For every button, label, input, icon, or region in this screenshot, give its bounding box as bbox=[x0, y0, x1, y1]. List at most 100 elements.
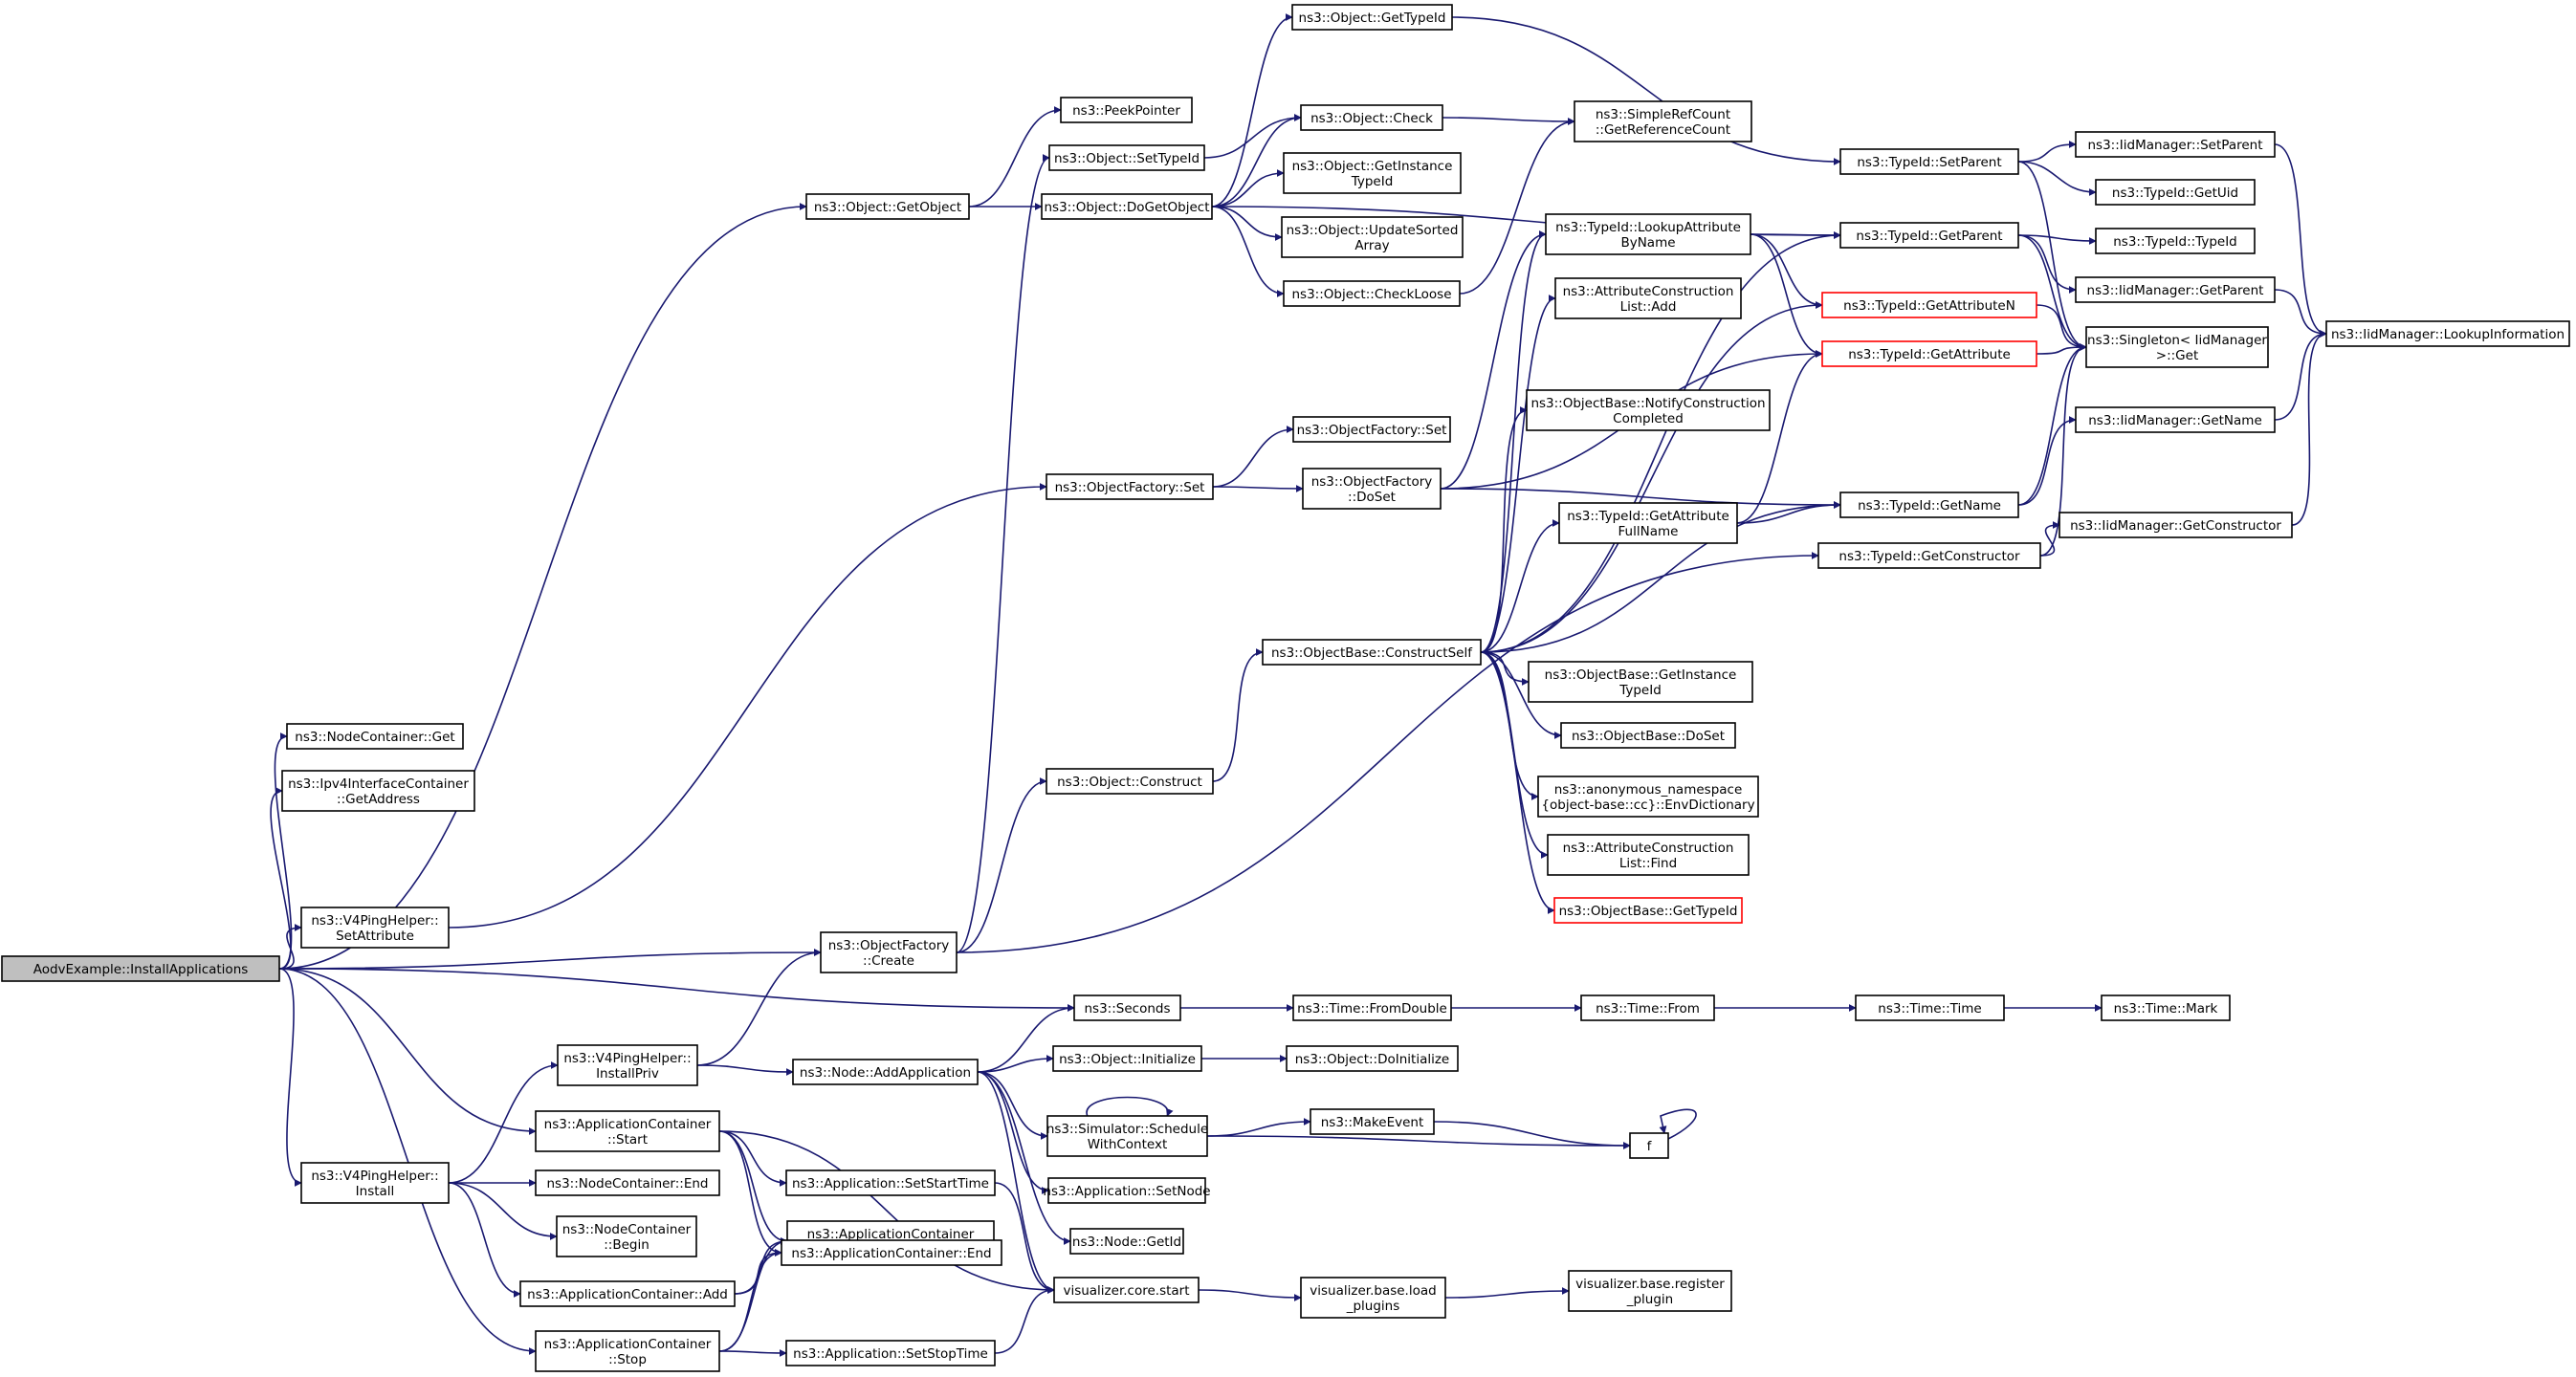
node-box[interactable] bbox=[820, 931, 958, 973]
node-box[interactable] bbox=[1052, 1045, 1202, 1072]
node-box[interactable] bbox=[2085, 326, 2269, 368]
node-tid-getname[interactable]: ns3::TypeId::GetName bbox=[1839, 492, 2019, 518]
node-box[interactable] bbox=[1291, 4, 1453, 31]
node-obj-gettypeid[interactable]: ns3::Object::GetTypeId bbox=[1291, 4, 1453, 31]
node-iid-getparent[interactable]: ns3::IidManager::GetParent bbox=[2075, 276, 2276, 303]
node-box[interactable] bbox=[2095, 179, 2256, 206]
node-box[interactable] bbox=[1839, 222, 2019, 249]
node-ob-constructself[interactable]: ns3::ObjectBase::ConstructSelf bbox=[1262, 639, 1482, 666]
node-ob-notifycc[interactable]: ns3::ObjectBase::NotifyConstructionCompl… bbox=[1526, 389, 1771, 431]
node-of-doset[interactable]: ns3::ObjectFactory::DoSet bbox=[1302, 468, 1442, 510]
node-vis-registerplugin[interactable]: visualizer.base.register_plugin bbox=[1568, 1270, 1732, 1312]
node-box[interactable] bbox=[1292, 416, 1451, 443]
node-root[interactable]: AodvExample::InstallApplications bbox=[1, 955, 280, 982]
node-box[interactable] bbox=[1558, 502, 1738, 544]
node-box[interactable] bbox=[1817, 542, 2041, 569]
node-of-set[interactable]: ns3::ObjectFactory::Set bbox=[1046, 473, 1214, 500]
node-box[interactable] bbox=[1069, 1228, 1184, 1255]
node-obj-initialize[interactable]: ns3::Object::Initialize bbox=[1052, 1045, 1202, 1072]
node-time-time[interactable]: ns3::Time::Time bbox=[1855, 994, 2005, 1021]
node-box[interactable] bbox=[1580, 994, 1715, 1021]
node-nc-begin[interactable]: ns3::NodeContainer::Begin bbox=[556, 1215, 697, 1257]
node-app-setstoptime[interactable]: ns3::Application::SetStopTime bbox=[785, 1340, 996, 1366]
node-box[interactable] bbox=[1073, 994, 1181, 1021]
node-anon-envdict[interactable]: ns3::anonymous_namespace{object-base::cc… bbox=[1537, 776, 1759, 818]
node-makeevent[interactable]: ns3::MakeEvent bbox=[1310, 1108, 1435, 1135]
node-box[interactable] bbox=[1574, 100, 1752, 142]
node-box[interactable] bbox=[1300, 104, 1443, 131]
node-box[interactable] bbox=[1286, 1045, 1459, 1072]
node-box[interactable] bbox=[1283, 280, 1461, 307]
node-box[interactable] bbox=[1821, 340, 2037, 367]
node-obj-dogetobject[interactable]: ns3::Object::DoGetObject bbox=[1041, 193, 1213, 220]
node-nc-get[interactable]: ns3::NodeContainer::Get bbox=[286, 723, 464, 750]
node-box[interactable] bbox=[1283, 152, 1462, 194]
node-box[interactable] bbox=[1300, 1277, 1446, 1319]
node-box[interactable] bbox=[2075, 276, 2276, 303]
node-peekpointer[interactable]: ns3::PeekPointer bbox=[1060, 97, 1193, 123]
node-tid-getconstructor[interactable]: ns3::TypeId::GetConstructor bbox=[1817, 542, 2041, 569]
node-box[interactable] bbox=[1048, 144, 1205, 171]
node-singleton-get[interactable]: ns3::Singleton< IidManager >::Get bbox=[2085, 326, 2269, 368]
node-appc-start[interactable]: ns3::ApplicationContainer::Start bbox=[535, 1110, 720, 1152]
node-f[interactable]: f bbox=[1629, 1132, 1669, 1159]
node-box[interactable] bbox=[2325, 320, 2570, 347]
node-box[interactable] bbox=[805, 193, 970, 220]
node-box[interactable] bbox=[1310, 1108, 1435, 1135]
node-obj-settypeid[interactable]: ns3::Object::SetTypeId bbox=[1048, 144, 1205, 171]
node-box[interactable] bbox=[1526, 389, 1771, 431]
node-iid-setparent[interactable]: ns3::IidManager::SetParent bbox=[2075, 131, 2276, 158]
node-appc-add[interactable]: ns3::ApplicationContainer::Add bbox=[519, 1280, 736, 1307]
node-time-mark[interactable]: ns3::Time::Mark bbox=[2101, 994, 2231, 1021]
node-tid-getattribute[interactable]: ns3::TypeId::GetAttribute bbox=[1821, 340, 2037, 367]
node-box[interactable] bbox=[286, 723, 464, 750]
node-iid-getconstructor[interactable]: ns3::IidManager::GetConstructor bbox=[2059, 512, 2293, 538]
node-tid-typeid[interactable]: ns3::TypeId::TypeId bbox=[2095, 228, 2256, 254]
node-box[interactable] bbox=[1547, 834, 1750, 876]
node-iid-getname[interactable]: ns3::IidManager::GetName bbox=[2075, 406, 2276, 433]
node-box[interactable] bbox=[785, 1340, 996, 1366]
node-obj-check[interactable]: ns3::Object::Check bbox=[1300, 104, 1443, 131]
node-v4-installpriv[interactable]: ns3::V4PingHelper::InstallPriv bbox=[557, 1044, 698, 1086]
node-box[interactable] bbox=[1041, 193, 1213, 220]
node-obj-checkloose[interactable]: ns3::Object::CheckLoose bbox=[1283, 280, 1461, 307]
node-box[interactable] bbox=[1560, 722, 1736, 749]
node-nc-end[interactable]: ns3::NodeContainer::End bbox=[535, 1169, 720, 1196]
node-box[interactable] bbox=[1528, 661, 1753, 703]
node-box[interactable] bbox=[535, 1330, 720, 1372]
node-box[interactable] bbox=[1839, 148, 2019, 175]
node-box[interactable] bbox=[1553, 897, 1743, 924]
node-src-getrefcount[interactable]: ns3::SimpleRefCount::GetReferenceCount bbox=[1574, 100, 1752, 142]
node-of-set2[interactable]: ns3::ObjectFactory::Set bbox=[1292, 416, 1451, 443]
node-time-from[interactable]: ns3::Time::From bbox=[1580, 994, 1715, 1021]
node-box[interactable] bbox=[1568, 1270, 1732, 1312]
node-obj-getobject[interactable]: ns3::Object::GetObject bbox=[805, 193, 970, 220]
node-time-fromdouble[interactable]: ns3::Time::FromDouble bbox=[1292, 994, 1452, 1021]
node-obj-construct[interactable]: ns3::Object::Construct bbox=[1046, 768, 1214, 795]
node-tid-getparent[interactable]: ns3::TypeId::GetParent bbox=[1839, 222, 2019, 249]
node-box[interactable] bbox=[1046, 473, 1214, 500]
node-appc-end[interactable]: ns3::ApplicationContainer::End bbox=[781, 1239, 1002, 1266]
node-box[interactable] bbox=[1821, 292, 2037, 318]
node-appc-stop[interactable]: ns3::ApplicationContainer::Stop bbox=[535, 1330, 720, 1372]
node-vis-loadplugins[interactable]: visualizer.base.load_plugins bbox=[1300, 1277, 1446, 1319]
node-ob-doset[interactable]: ns3::ObjectBase::DoSet bbox=[1560, 722, 1736, 749]
node-v4-install[interactable]: ns3::V4PingHelper::Install bbox=[300, 1162, 450, 1204]
node-box[interactable] bbox=[535, 1110, 720, 1152]
node-box[interactable] bbox=[1855, 994, 2005, 1021]
node-iid-lookupinfo[interactable]: ns3::IidManager::LookupInformation bbox=[2325, 320, 2570, 347]
node-ob-gettypeid[interactable]: ns3::ObjectBase::GetTypeId bbox=[1553, 897, 1743, 924]
node-obj-doinitialize[interactable]: ns3::Object::DoInitialize bbox=[1286, 1045, 1459, 1072]
node-v4-setattr[interactable]: ns3::V4PingHelper::SetAttribute bbox=[300, 907, 450, 949]
node-box[interactable] bbox=[1302, 468, 1442, 510]
node-vis-start[interactable]: visualizer.core.start bbox=[1053, 1277, 1200, 1303]
node-box[interactable] bbox=[556, 1215, 697, 1257]
node-tid-setparent[interactable]: ns3::TypeId::SetParent bbox=[1839, 148, 2019, 175]
node-box[interactable] bbox=[785, 1169, 996, 1196]
node-box[interactable] bbox=[2095, 228, 2256, 254]
node-box[interactable] bbox=[1545, 213, 1751, 255]
